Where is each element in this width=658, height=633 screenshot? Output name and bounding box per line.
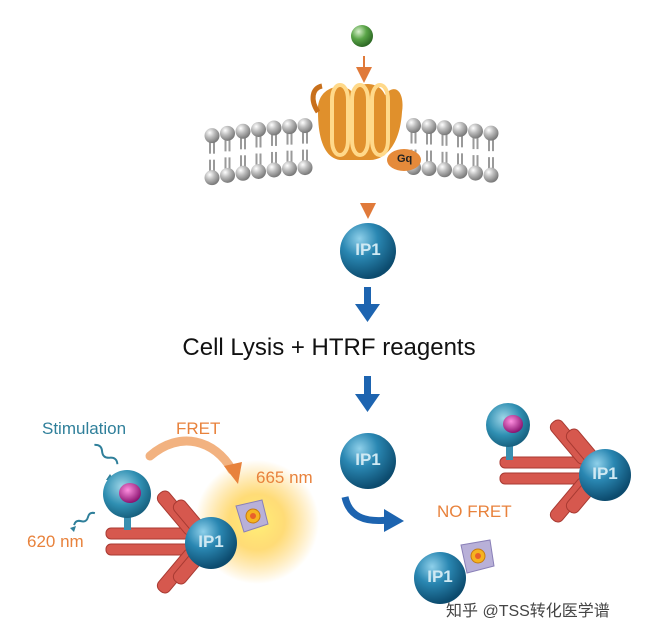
lipid-head (220, 125, 235, 141)
emission-665-label: 665 nm (256, 468, 313, 487)
watermark-text: 知乎 @TSS转化医学谱 (446, 603, 610, 620)
lipid-head (235, 165, 251, 181)
lipid-head (204, 170, 220, 186)
curved-blue-arrow (341, 495, 404, 532)
donor-fluorophore-right (486, 403, 530, 460)
ip1-label-middle: IP1 (355, 450, 381, 469)
lipid-head (437, 162, 452, 178)
lipid-head (421, 119, 437, 135)
fret-label: FRET (176, 419, 221, 438)
fret-arrow (145, 436, 237, 475)
gq-label: Gq (397, 153, 413, 165)
lipid-head (421, 161, 437, 177)
lipid-head (468, 123, 483, 139)
lipid-head (437, 120, 452, 136)
ligand-sphere (351, 25, 373, 47)
lipid-head (251, 121, 266, 137)
lipid-head (220, 167, 235, 183)
cell-membrane (204, 118, 499, 186)
emission-squiggle-icon (73, 511, 96, 526)
acceptor-fluorophore (235, 499, 269, 533)
no-fret-label: NO FRET (437, 502, 512, 521)
lipid-head (235, 123, 251, 139)
ip1-sphere-top (340, 223, 396, 279)
lipid-head (452, 163, 468, 179)
lipid-head (297, 160, 313, 176)
ip1-sphere-middle (340, 433, 396, 489)
ip1-sphere-free (414, 552, 466, 604)
ip1-sphere-fret (185, 517, 237, 569)
stimulation-label: Stimulation (42, 419, 127, 438)
ip1-label-top: IP1 (355, 240, 381, 259)
lipid-head (468, 165, 483, 181)
gpcr-receptor (310, 83, 403, 160)
gq-protein (387, 149, 421, 171)
emission-620-label: 620 nm (27, 532, 84, 551)
acceptor-fluorophore-free (460, 539, 495, 574)
blue-arrow-2 (355, 376, 380, 412)
lipid-head (266, 120, 282, 136)
ip1-label-bound-right: IP1 (592, 464, 618, 483)
lipid-head (282, 119, 297, 135)
lipid-head (266, 162, 282, 178)
lipid-head (483, 125, 499, 141)
ip1-sphere-bound-right (579, 449, 631, 501)
lipid-head (204, 128, 220, 144)
blue-arrow-1 (355, 287, 380, 322)
ip1-label-free: IP1 (427, 567, 453, 586)
lipid-head (452, 121, 468, 137)
lipid-head (297, 118, 313, 134)
step-title: Cell Lysis + HTRF reagents (182, 334, 476, 361)
lipid-head (251, 163, 266, 179)
fret-arrowhead (224, 462, 242, 484)
emission-arrowhead (70, 526, 76, 532)
donor-fluorophore (103, 470, 151, 530)
lipid-head (406, 118, 421, 134)
excitation-squiggle-icon (94, 443, 119, 465)
lipid-head (483, 167, 499, 183)
ip1-label-fret: IP1 (198, 532, 224, 551)
lipid-head (282, 161, 297, 177)
